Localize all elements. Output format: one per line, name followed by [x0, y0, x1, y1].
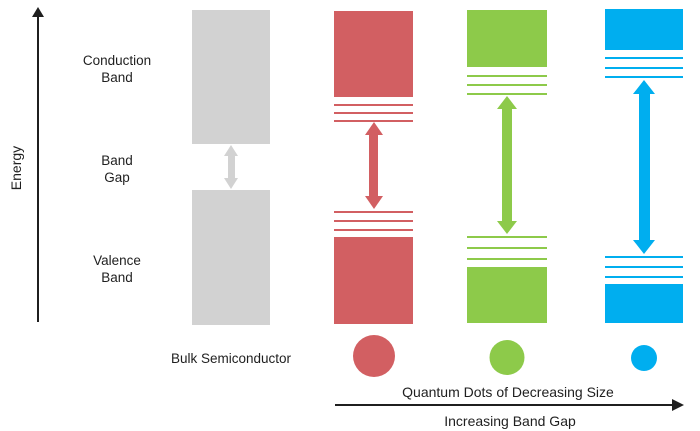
energy-level-line	[605, 256, 683, 258]
bulk-semiconductor-caption: Bulk Semiconductor	[170, 351, 292, 366]
conduction-band-block	[334, 11, 413, 97]
energy-level-line	[467, 258, 547, 260]
arrowhead-up-icon	[633, 80, 655, 94]
energy-level-line	[334, 112, 413, 114]
bulk-semiconductor-column	[192, 0, 270, 431]
increasing-band-gap-caption: Increasing Band Gap	[444, 413, 576, 429]
energy-level-line	[334, 211, 413, 213]
conduction-band-block	[605, 9, 683, 50]
arrow-stem	[369, 135, 378, 196]
valence-band-block	[467, 267, 547, 323]
valence-band-block	[605, 284, 683, 323]
arrowhead-down-icon	[497, 221, 517, 234]
conduction-band-block	[467, 10, 547, 67]
quantum-dot-large	[352, 335, 395, 377]
valence-band-label: Valence Band	[93, 253, 141, 285]
energy-level-line	[334, 220, 413, 222]
quantum-dot-column-medium	[467, 0, 547, 431]
band-gap-arrow	[364, 122, 383, 209]
energy-level-line	[605, 67, 683, 69]
bulk-conduction-band-block	[192, 10, 270, 144]
energy-level-line	[334, 229, 413, 231]
arrowhead-down-icon	[364, 196, 383, 209]
arrow-stem	[227, 156, 235, 178]
arrowhead-up-icon	[497, 96, 517, 109]
quantum-dot-small	[631, 345, 657, 371]
energy-axis-label: Energy	[8, 145, 24, 191]
energy-axis-arrowhead-icon	[32, 7, 44, 17]
energy-level-line	[467, 75, 547, 77]
energy-level-line	[605, 76, 683, 78]
arrowhead-up-icon	[224, 145, 238, 156]
quantum-dots-caption: Quantum Dots of Decreasing Size	[402, 384, 614, 400]
quantum-dot-column-large	[334, 0, 413, 431]
valence-band-block	[334, 237, 413, 324]
energy-level-line	[334, 120, 413, 122]
band-gap-label: Band Gap	[101, 153, 133, 185]
energy-level-line	[467, 93, 547, 95]
arrow-stem	[638, 94, 650, 240]
energy-level-line	[334, 104, 413, 106]
band-gap-arrow	[633, 80, 655, 254]
bulk-valence-band-block	[192, 190, 270, 325]
energy-level-line	[467, 236, 547, 238]
increasing-band-gap-arrowhead-icon	[672, 399, 684, 411]
bulk-band-gap-arrow	[224, 145, 238, 189]
arrowhead-down-icon	[224, 178, 238, 189]
energy-level-line	[605, 276, 683, 278]
arrow-stem	[502, 109, 512, 221]
energy-level-line	[467, 247, 547, 249]
conduction-band-label: Conduction Band	[82, 53, 152, 85]
energy-level-line	[605, 57, 683, 59]
quantum-dot-column-small	[605, 0, 683, 431]
quantum-dot-medium	[489, 340, 525, 375]
band-gap-arrow	[497, 96, 517, 234]
energy-axis-line	[37, 15, 39, 322]
energy-level-line	[605, 266, 683, 268]
arrowhead-up-icon	[364, 122, 383, 135]
arrowhead-down-icon	[633, 240, 655, 254]
increasing-band-gap-arrow-line	[335, 404, 672, 406]
energy-level-line	[467, 84, 547, 86]
